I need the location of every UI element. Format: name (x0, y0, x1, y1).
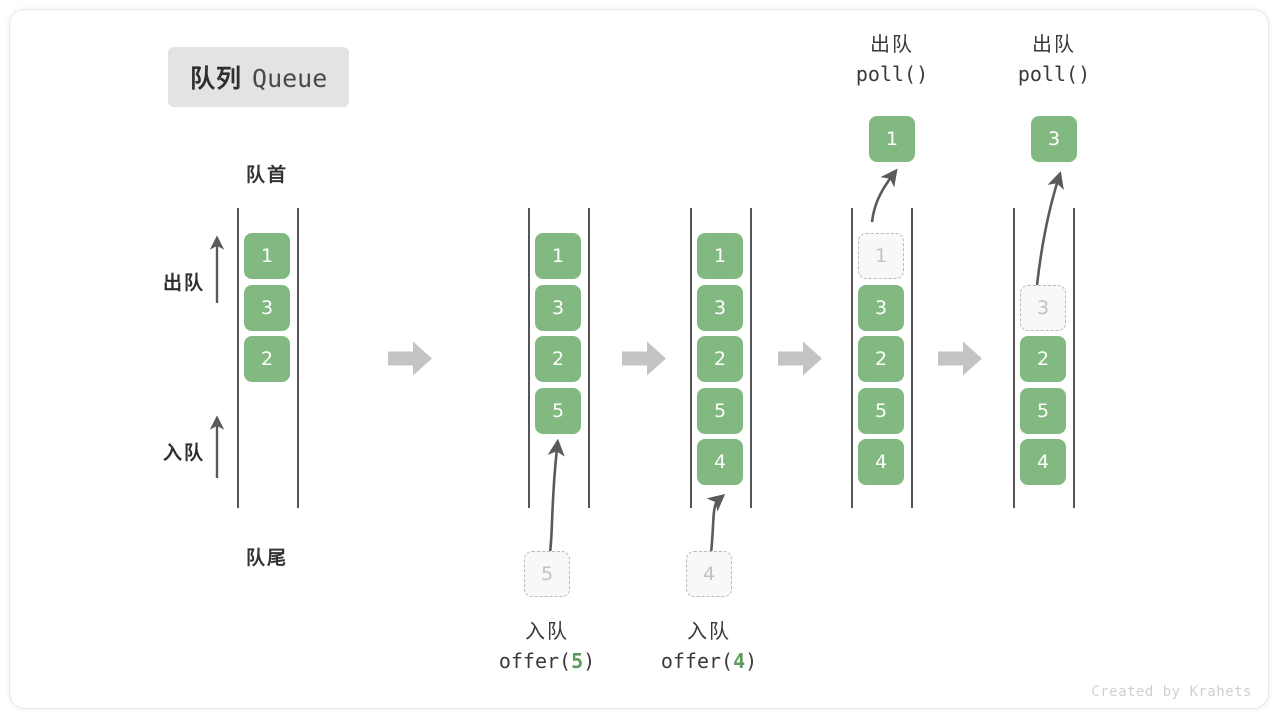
op-label-after-poll-1: 出队 poll() (856, 31, 928, 89)
queue-node: 2 (697, 336, 743, 382)
op-label-after-offer-5: 入队 offer(5) (499, 618, 595, 676)
side-label-dequeue: 出队 (162, 273, 205, 294)
watermark: Created by Krahets (1091, 684, 1252, 700)
queue-rail (1073, 208, 1075, 508)
step-arrow-icon (621, 339, 667, 384)
title-badge: 队列 Queue (168, 47, 350, 107)
queue-rail (750, 208, 752, 508)
step-arrow-icon (777, 339, 823, 384)
op-label-cn: 入队 (687, 621, 731, 643)
queue-rail (690, 208, 692, 508)
pending-node-ghost: 4 (686, 551, 732, 597)
queue-node: 5 (858, 387, 904, 434)
op-label-arg: 4 (733, 649, 746, 673)
popped-node: 3 (1031, 116, 1077, 162)
queue-tail-label: 队尾 (245, 548, 289, 569)
queue-node: 4 (858, 439, 904, 485)
queue-node: 4 (697, 439, 743, 485)
step-arrow-icon (387, 339, 433, 384)
queue-node: 3 (858, 284, 904, 331)
queue-node: 5 (535, 387, 581, 434)
queue-node: 2 (1020, 336, 1066, 382)
op-label-after-offer-4: 入队 offer(4) (661, 618, 757, 676)
queue-node: 1 (535, 233, 581, 279)
queue-node-ghost: 3 (1020, 284, 1066, 331)
queue-node-ghost: 1 (858, 233, 904, 279)
queue-node: 2 (858, 336, 904, 382)
queue-node: 1 (244, 233, 290, 279)
op-label-arg: 5 (571, 649, 584, 673)
op-label-cn: 出队 (870, 34, 914, 56)
op-label-cn: 入队 (525, 621, 569, 643)
op-label-fn: poll() (1017, 62, 1091, 86)
queue-head-label: 队首 (245, 165, 289, 186)
popped-node: 1 (869, 116, 915, 162)
queue-node: 3 (244, 284, 290, 331)
queue-rail (528, 208, 530, 508)
queue-rail (588, 208, 590, 508)
queue-rail (297, 208, 299, 508)
queue-rail (911, 208, 913, 508)
pending-node-ghost: 5 (524, 551, 570, 597)
title-en: Queue (252, 64, 328, 93)
step-arrow-icon (937, 339, 983, 384)
queue-node: 3 (535, 284, 581, 331)
op-label-fn: poll() (855, 62, 929, 86)
op-label-cn: 出队 (1032, 34, 1076, 56)
side-label-enqueue: 入队 (162, 443, 205, 464)
op-label-fn: offer(5) (498, 649, 596, 673)
queue-node: 5 (1020, 387, 1066, 434)
queue-node: 2 (535, 336, 581, 382)
queue-node: 5 (697, 387, 743, 434)
op-label-after-poll-3: 出队 poll() (1018, 31, 1090, 89)
queue-rail (1013, 208, 1015, 508)
queue-rail (237, 208, 239, 508)
queue-node: 2 (244, 336, 290, 382)
op-label-fn: offer(4) (660, 649, 758, 673)
queue-node: 4 (1020, 439, 1066, 485)
title-cn: 队列 (190, 65, 243, 93)
queue-node: 3 (697, 284, 743, 331)
queue-rail (851, 208, 853, 508)
queue-node: 1 (697, 233, 743, 279)
